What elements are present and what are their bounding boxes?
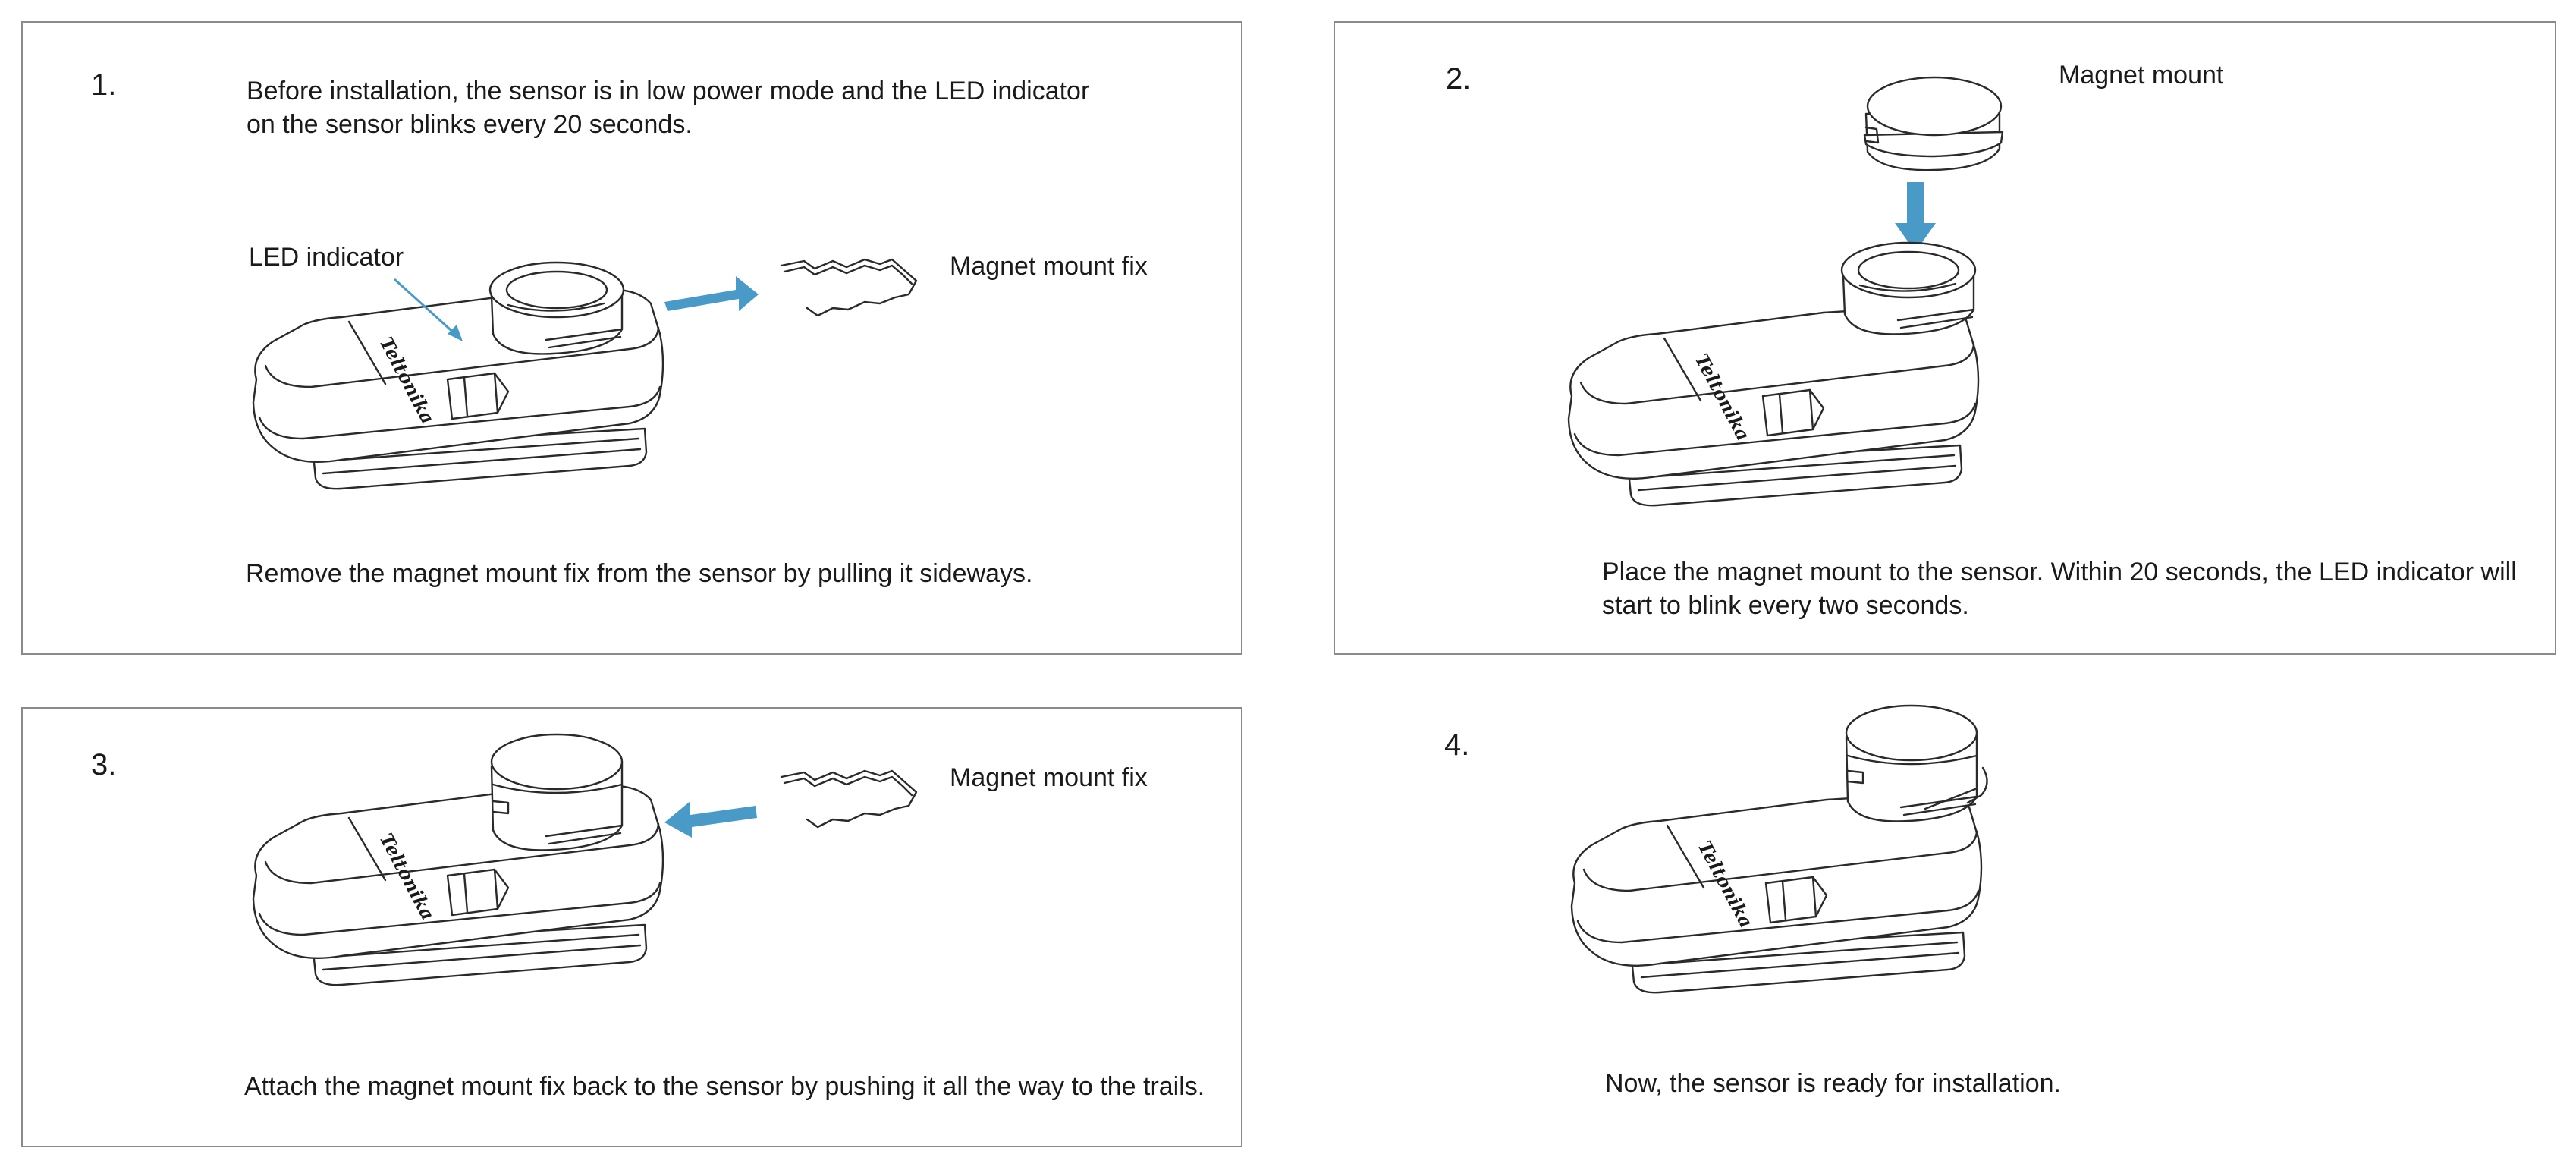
step-intro-line-1: Before installation, the sensor is in lo… bbox=[247, 77, 1090, 105]
led-pointer-head bbox=[448, 325, 463, 341]
led-indicator-label: LED indicator bbox=[249, 243, 404, 272]
step-caption: Now, the sensor is ready for installatio… bbox=[1605, 1069, 2061, 1098]
step-caption-line-1: Place the magnet mount to the sensor. Wi… bbox=[1602, 558, 2517, 586]
step-number: 2. bbox=[1446, 62, 1472, 96]
sensor-illustration: Teltonika bbox=[1567, 76, 2004, 507]
magnet-mount-label: Magnet mount bbox=[2059, 61, 2224, 90]
magnet-mount-fix-label: Magnet mount fix bbox=[950, 252, 1148, 281]
step-4-panel: 4. Teltonika Now, the sensor is ready fo… bbox=[1334, 704, 2556, 1147]
step-1-panel: 1. Before installation, the sensor is in… bbox=[21, 21, 1242, 655]
sensor-body: Teltonika bbox=[252, 261, 664, 490]
sensor-illustration: Teltonika bbox=[252, 733, 918, 986]
led-pointer-line bbox=[393, 278, 458, 337]
step-intro-line-2: on the sensor blinks every 20 seconds. bbox=[247, 110, 693, 139]
pull-arrow-right bbox=[664, 276, 759, 311]
sensor-illustration: Teltonika bbox=[252, 258, 918, 490]
step-caption: Remove the magnet mount fix from the sen… bbox=[246, 559, 1033, 588]
step-3-panel: 3. Magnet mount fix Teltonika Attac bbox=[21, 707, 1242, 1147]
sensor-body: Teltonika bbox=[1567, 241, 1980, 507]
step-number: 4. bbox=[1444, 728, 1470, 762]
step-caption-line-2: start to blink every two seconds. bbox=[1602, 591, 1969, 620]
magnet-mount-fix-clip bbox=[780, 769, 918, 829]
magnet-mount bbox=[1863, 76, 2004, 171]
magnet-mount-fix-label: Magnet mount fix bbox=[950, 763, 1148, 792]
sensor-illustration: Teltonika bbox=[1570, 704, 1988, 994]
sensor-body: Teltonika bbox=[1570, 704, 1988, 994]
step-2-panel: 2. Magnet mount bbox=[1334, 21, 2556, 655]
magnet-mount-fix-clip bbox=[780, 258, 918, 317]
place-arrow-down bbox=[1895, 182, 1936, 252]
sensor-body: Teltonika bbox=[252, 733, 664, 986]
step-caption: Attach the magnet mount fix back to the … bbox=[244, 1072, 1205, 1101]
step-number: 3. bbox=[91, 748, 117, 781]
step-number: 1. bbox=[91, 68, 117, 102]
push-arrow-left bbox=[664, 801, 757, 838]
